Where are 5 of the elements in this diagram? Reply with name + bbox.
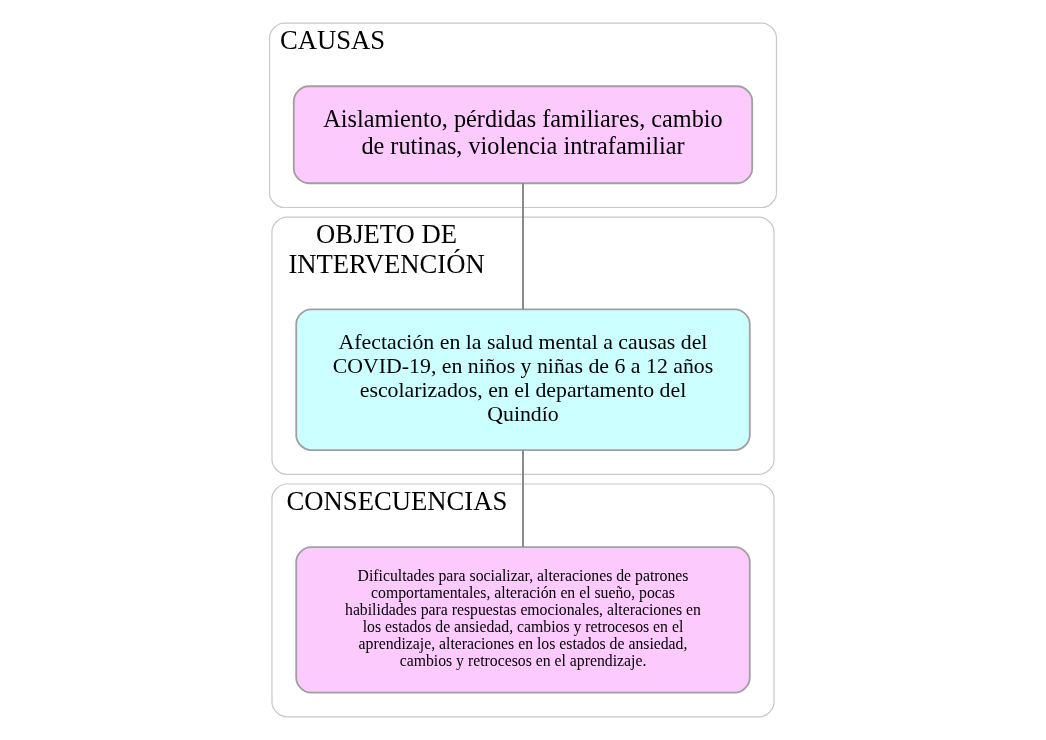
- connector: [522, 182, 524, 311]
- node-box: Aislamiento, pérdidas familiares, cambio de rutinas, violencia intrafamiliar: [292, 85, 754, 185]
- node-box: Afectación en la salud mental a causas del COVID-19, en niños y niñas de 6 a 12 años escolarizados, en el departamento del Quindío: [295, 308, 751, 451]
- connector: [522, 449, 524, 548]
- node-box: Dificultades para socializar, alteraciones de patrones comportamentales, alteración en el sueño, pocas habilidades para respuestas emocionales, alteraciones en los estados de ansiedad, cambios y retrocesos en el aprendizaje, alteraciones en los estados de ansiedad, cambios y retrocesos en el aprendizaje.: [295, 546, 751, 694]
